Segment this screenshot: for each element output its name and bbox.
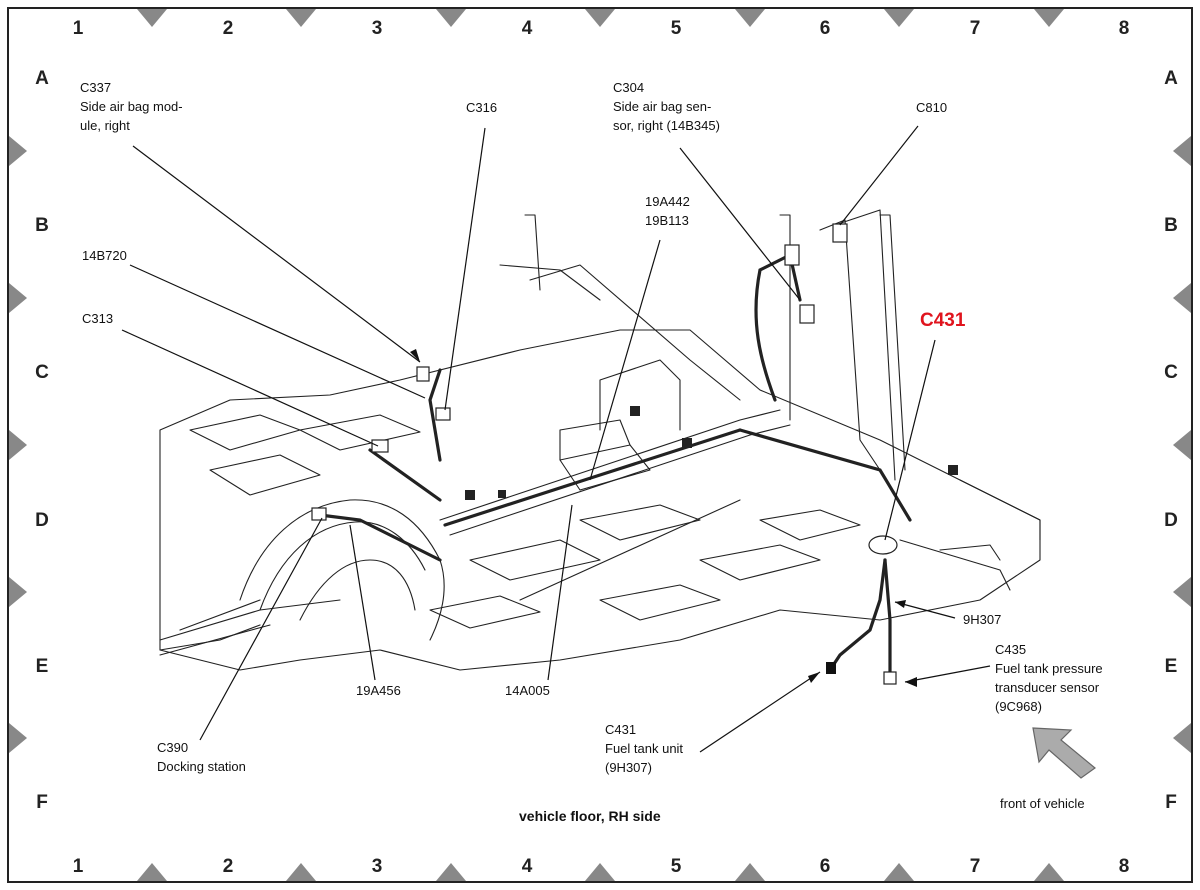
- label-c435-code: C435: [995, 642, 1027, 657]
- grid-col-bottom-8: 8: [1118, 856, 1130, 877]
- label-c435-desc-3: (9C968): [995, 699, 1042, 714]
- grid-col-top-1: 1: [72, 18, 84, 39]
- grid-marker-left: [9, 723, 27, 753]
- grid-marker-top: [884, 9, 914, 27]
- label-c304-desc-2: sor, right (14B345): [613, 118, 720, 133]
- label-c431: C431 Fuel tank unit (9H307): [605, 720, 683, 777]
- label-c435: C435 Fuel tank pressure transducer senso…: [995, 640, 1103, 716]
- label-c810: C810: [916, 98, 947, 117]
- grid-row-left-a: A: [35, 68, 49, 89]
- label-14a005-code: 14A005: [505, 683, 550, 698]
- grid-row-right-b: B: [1164, 215, 1178, 236]
- grid-marker-top: [137, 9, 167, 27]
- diagram-caption: vehicle floor, RH side: [519, 808, 661, 824]
- grid-row-right-f: F: [1165, 792, 1177, 813]
- label-14b720-code: 14B720: [82, 248, 127, 263]
- label-c435-desc-2: transducer sensor: [995, 680, 1100, 695]
- label-c316-code: C316: [466, 100, 498, 115]
- grid-col-bottom-4: 4: [521, 856, 533, 877]
- grid-row-left-f: F: [36, 792, 48, 813]
- grid-row-left-d: D: [35, 510, 49, 531]
- grid-marker-top: [585, 9, 615, 27]
- grid-marker-left: [9, 283, 27, 313]
- grid-col-top-6: 6: [819, 18, 831, 39]
- grid-marker-top: [735, 9, 765, 27]
- grid-marker-top: [1034, 9, 1064, 27]
- grid-col-bottom-3: 3: [371, 856, 383, 877]
- label-c390: C390 Docking station: [157, 738, 246, 776]
- grid-col-bottom-6: 6: [819, 856, 831, 877]
- grid-row-left-c: C: [35, 362, 49, 383]
- grid-marker-bottom: [1034, 863, 1064, 881]
- label-c304-code: C304: [613, 80, 645, 95]
- grid-marker-bottom: [585, 863, 615, 881]
- grid-marker-bottom: [436, 863, 466, 881]
- label-c431-desc-2: (9H307): [605, 760, 652, 775]
- label-14a005: 14A005: [505, 681, 550, 700]
- grid-marker-left: [9, 577, 27, 607]
- label-9h307: 9H307: [963, 610, 1001, 629]
- direction-arrow-icon: [1032, 727, 1096, 779]
- grid-marker-right: [1173, 723, 1191, 753]
- label-front-of-vehicle: front of vehicle: [1000, 794, 1085, 813]
- label-c313: C313: [82, 309, 113, 328]
- grid-row-right-d: D: [1164, 510, 1178, 531]
- label-14b720: 14B720: [82, 246, 127, 265]
- label-c431-desc-1: Fuel tank unit: [605, 741, 684, 756]
- label-c390-desc-1: Docking station: [157, 759, 246, 774]
- diagram-frame: [7, 7, 1193, 883]
- label-c313-code: C313: [82, 311, 114, 326]
- grid-col-bottom-2: 2: [222, 856, 234, 877]
- leader-arrowhead: [410, 349, 420, 362]
- grid-marker-right: [1173, 430, 1191, 460]
- label-front-text: front of vehicle: [1000, 796, 1085, 811]
- label-c431-code: C431: [605, 722, 637, 737]
- grid-row-left-e: E: [35, 656, 49, 677]
- grid-col-bottom-7: 7: [969, 856, 981, 877]
- label-c810-code: C810: [916, 100, 948, 115]
- grid-marker-right: [1173, 283, 1191, 313]
- grid-marker-bottom: [286, 863, 316, 881]
- grid-marker-bottom: [884, 863, 914, 881]
- label-c431-highlight: C431: [920, 310, 966, 331]
- label-c337-desc-2: ule, right: [80, 118, 130, 133]
- grid-col-top-8: 8: [1118, 18, 1130, 39]
- label-9h307-code: 9H307: [963, 612, 1002, 627]
- grid-row-right-c: C: [1164, 362, 1178, 383]
- grid-col-top-2: 2: [222, 18, 234, 39]
- grid-col-top-5: 5: [670, 18, 682, 39]
- label-c337-desc-1: Side air bag mod-: [80, 99, 183, 114]
- grid-row-left-b: B: [35, 215, 49, 236]
- grid-col-bottom-1: 1: [72, 856, 84, 877]
- label-c316: C316: [466, 98, 497, 117]
- grid-col-top-4: 4: [521, 18, 533, 39]
- label-c304: C304 Side air bag sen- sor, right (14B34…: [613, 78, 720, 135]
- grid-row-right-a: A: [1164, 68, 1178, 89]
- grid-marker-left: [9, 136, 27, 166]
- label-c390-code: C390: [157, 740, 189, 755]
- grid-col-top-3: 3: [371, 18, 383, 39]
- grid-marker-left: [9, 430, 27, 460]
- label-c435-desc-1: Fuel tank pressure: [995, 661, 1103, 676]
- grid-row-right-e: E: [1164, 656, 1178, 677]
- label-19a456-code: 19A456: [356, 683, 401, 698]
- grid-marker-bottom: [735, 863, 765, 881]
- label-c337: C337 Side air bag mod- ule, right: [80, 78, 183, 135]
- grid-marker-top: [436, 9, 466, 27]
- label-19b113-code: 19B113: [645, 213, 689, 228]
- label-19a442-code: 19A442: [645, 194, 690, 209]
- grid-marker-bottom: [137, 863, 167, 881]
- grid-col-top-7: 7: [969, 18, 981, 39]
- label-c304-desc-1: Side air bag sen-: [613, 99, 712, 114]
- label-c337-code: C337: [80, 80, 112, 95]
- grid-marker-top: [286, 9, 316, 27]
- label-19a456: 19A456: [356, 681, 401, 700]
- label-harness-19a442: 19A442 19B113: [645, 192, 690, 230]
- grid-col-bottom-5: 5: [670, 856, 682, 877]
- grid-marker-right: [1173, 136, 1191, 166]
- grid-marker-right: [1173, 577, 1191, 607]
